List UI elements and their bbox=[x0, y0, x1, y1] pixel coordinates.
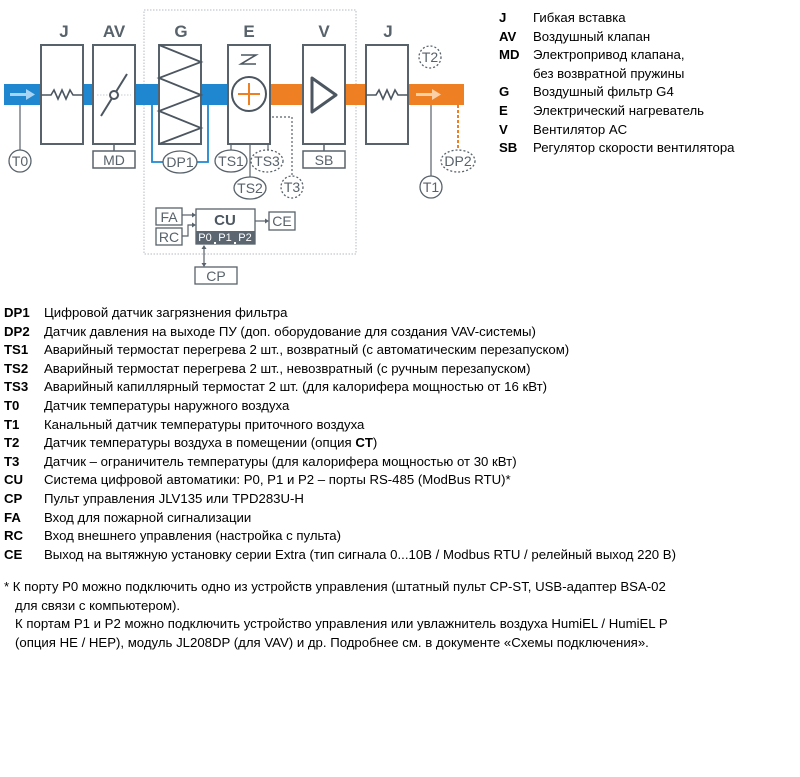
svg-text:TS2: TS2 bbox=[237, 180, 263, 196]
flexible-connector-icon bbox=[41, 88, 83, 101]
cu-port-bar bbox=[196, 231, 255, 244]
cp-label: CP bbox=[206, 268, 225, 284]
svg-text:T2: T2 bbox=[422, 49, 439, 65]
sb-box bbox=[302, 150, 346, 169]
sensor-ts2: TS2 bbox=[233, 176, 267, 200]
svg-text:TS1: TS1 bbox=[218, 153, 244, 169]
sensor-dp2: DP2 bbox=[440, 149, 476, 173]
legend-item-continuation: без возвратной пружины bbox=[533, 65, 685, 81]
sensor-ts3: TS3 bbox=[250, 149, 284, 173]
t3-lead bbox=[272, 116, 293, 176]
cu-label: CU bbox=[214, 212, 236, 229]
cp-box bbox=[194, 266, 238, 285]
ventilation-unit-diagram: J AV MD G E V SB J T0 bbox=[4, 9, 476, 285]
fan-triangle-icon bbox=[310, 76, 338, 114]
sensor-t1: T1 bbox=[419, 175, 443, 199]
ce-label: CE bbox=[272, 213, 291, 229]
svg-text:DP1: DP1 bbox=[166, 154, 193, 170]
port-p2: P2 bbox=[238, 232, 251, 244]
md-box bbox=[92, 150, 136, 169]
outlet-arrow-icon bbox=[416, 89, 441, 100]
footnote: * К порту P0 можно подключить одно из ус… bbox=[4, 578, 668, 652]
footnote-line: (опция HE / HEP), модуль JL208DP (для VA… bbox=[15, 634, 649, 650]
component-j-outlet-label: J bbox=[383, 22, 392, 41]
dp1-tube-left bbox=[151, 105, 163, 163]
sensor-t3: T3 bbox=[280, 175, 304, 199]
footnote-line: для связи с компьютером). bbox=[15, 597, 181, 613]
port-p1: P1 bbox=[218, 232, 231, 244]
damper-blade-icon bbox=[97, 73, 131, 117]
unit-boundary bbox=[143, 9, 357, 255]
rc-label: RC bbox=[159, 229, 179, 245]
component-g-label: G bbox=[174, 22, 187, 41]
fa-box bbox=[155, 207, 183, 226]
sensor-ts1: TS1 bbox=[214, 149, 248, 173]
component-av-label: AV bbox=[103, 22, 126, 41]
electric-symbol-icon bbox=[238, 54, 259, 65]
component-v bbox=[302, 44, 346, 145]
ce-box bbox=[268, 211, 296, 231]
fa-label: FA bbox=[160, 209, 178, 225]
component-e-label: E bbox=[243, 22, 254, 41]
inlet-arrow-icon bbox=[10, 89, 35, 100]
sensor-t2: T2 bbox=[418, 45, 442, 69]
sensor-t0: T0 bbox=[8, 149, 32, 173]
component-v-label: V bbox=[318, 22, 330, 41]
svg-text:T0: T0 bbox=[12, 153, 29, 169]
sb-label: SB bbox=[315, 152, 334, 168]
svg-text:T3: T3 bbox=[284, 179, 301, 195]
component-j-inlet-label: J bbox=[59, 22, 68, 41]
sensor-dp1: DP1 bbox=[162, 150, 198, 174]
footnote-line: * К порту P0 можно подключить одно из ус… bbox=[4, 579, 666, 594]
svg-text:TS3: TS3 bbox=[254, 153, 280, 169]
footnote-line: К портам P1 и P2 можно подключить устрой… bbox=[15, 616, 668, 632]
dp1-tube-right bbox=[197, 105, 209, 163]
md-label: MD bbox=[103, 152, 125, 168]
heater-plus-icon bbox=[231, 76, 267, 112]
flexible-connector-icon bbox=[366, 88, 408, 101]
svg-text:T1: T1 bbox=[423, 179, 440, 195]
filter-zigzag-icon bbox=[156, 44, 204, 145]
svg-text:DP2: DP2 bbox=[444, 153, 471, 169]
port-p0: P0 bbox=[198, 232, 211, 244]
